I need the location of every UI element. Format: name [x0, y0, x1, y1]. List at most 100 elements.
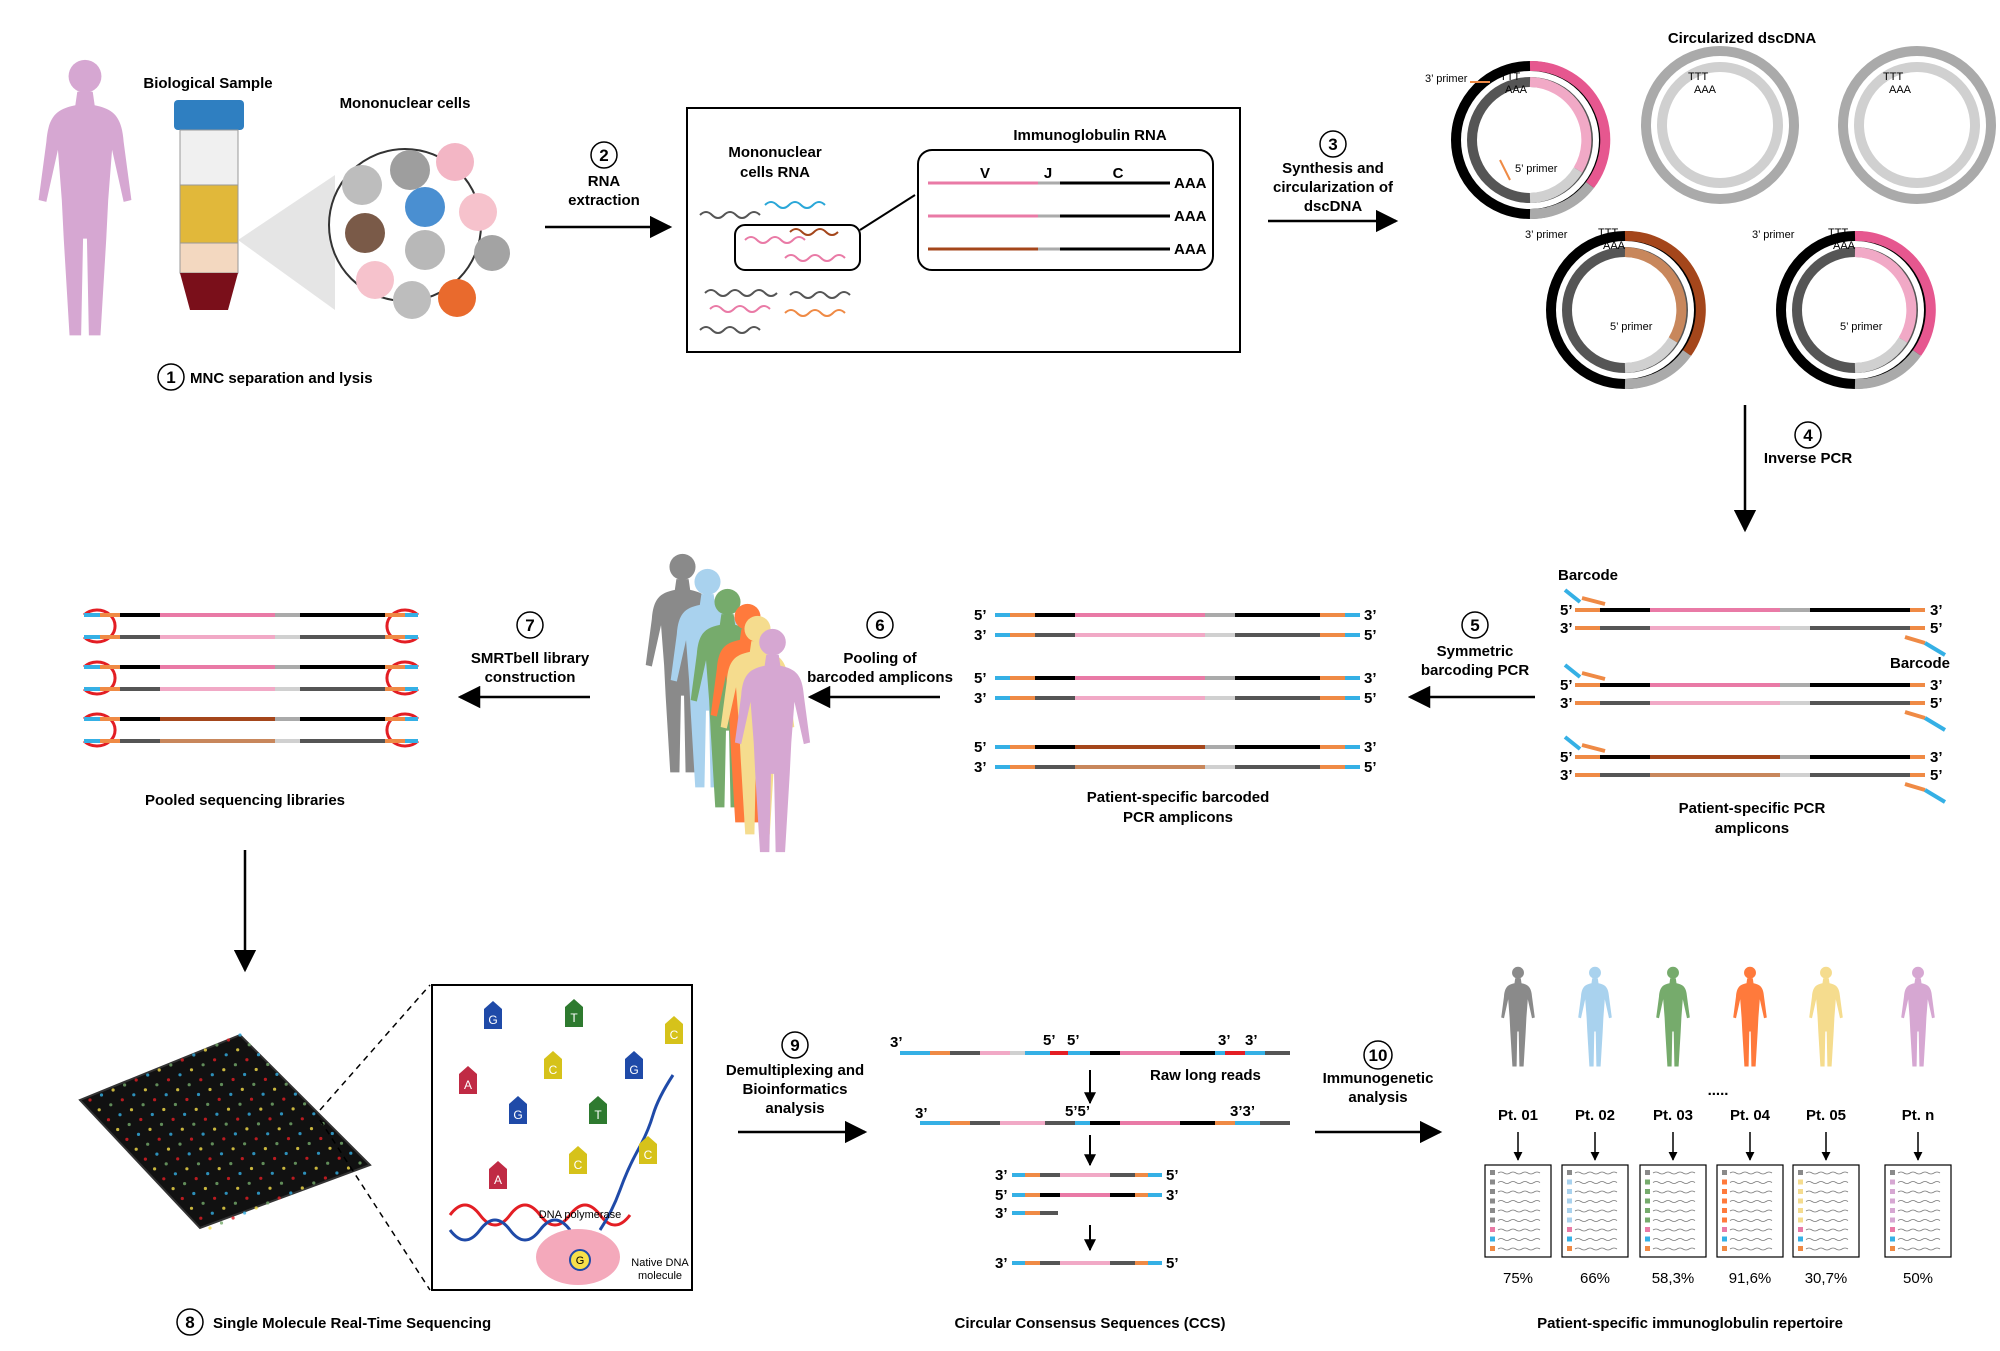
- svg-text:Barcode: Barcode: [1558, 567, 1618, 584]
- svg-text:Symmetric: Symmetric: [1437, 643, 1514, 660]
- circle-2: TTT AAA: [1641, 46, 1799, 204]
- svg-text:5’: 5’: [1067, 1032, 1080, 1049]
- biological-sample-title: Biological Sample: [143, 75, 272, 92]
- patients-dots: .....: [1708, 1082, 1729, 1099]
- svg-text:4: 4: [1803, 426, 1813, 445]
- repertoire-caption: Patient-specific immunoglobulin repertoi…: [1537, 1315, 1843, 1332]
- svg-text:5’: 5’: [974, 607, 987, 624]
- svg-text:5’: 5’: [1930, 695, 1943, 712]
- svg-text:5’: 5’: [995, 1187, 1008, 1204]
- step-1: 1 MNC separation and lysis: [157, 363, 373, 391]
- svg-text:Circular Consensus Sequences (: Circular Consensus Sequences (CCS): [955, 1315, 1226, 1332]
- svg-text:5’: 5’: [1364, 690, 1377, 707]
- svg-text:RNA: RNA: [588, 173, 621, 190]
- nucleotide-c-4: C: [544, 1051, 562, 1079]
- svg-text:3’: 3’: [995, 1255, 1008, 1272]
- patient-figure: [38, 59, 132, 336]
- circle-5: 3’ primer TTT AAA 5’ primer: [1752, 227, 1936, 390]
- svg-text:G: G: [488, 1013, 497, 1027]
- step-3: 3 Synthesis and circularization of dscDN…: [1268, 130, 1399, 233]
- patient-id: Pt. 02: [1575, 1107, 1615, 1124]
- svg-text:A: A: [464, 1078, 472, 1092]
- svg-text:T: T: [570, 1011, 578, 1025]
- svg-text:5’5’: 5’5’: [1065, 1103, 1090, 1120]
- svg-text:MNC separation and lysis: MNC separation and lysis: [190, 370, 373, 387]
- svg-text:3’: 3’: [1930, 749, 1943, 766]
- svg-text:3’: 3’: [1560, 695, 1573, 712]
- svg-text:5’: 5’: [1166, 1167, 1179, 1184]
- svg-text:A: A: [494, 1173, 502, 1187]
- ccs-reads: 3’ 5’ 5’ 3’ 3’ Raw long reads 3’ 5’5’ 3’…: [890, 1032, 1290, 1332]
- nucleotide-a-3: A: [459, 1066, 477, 1094]
- svg-text:circularization of: circularization of: [1273, 179, 1394, 196]
- step-6: 6 Pooling of barcoded amplicons: [807, 611, 953, 709]
- step-5: 5 Symmetric barcoding PCR: [1407, 611, 1535, 709]
- pooled-patients: [645, 553, 811, 853]
- nucleotide-g-0: G: [484, 1001, 502, 1029]
- svg-text:5’: 5’: [1364, 627, 1377, 644]
- svg-text:PCR amplicons: PCR amplicons: [1123, 809, 1233, 826]
- svg-text:Mononuclear: Mononuclear: [728, 144, 822, 161]
- step-10: 10 Immunogenetic analysis: [1315, 1040, 1443, 1144]
- svg-text:construction: construction: [485, 669, 576, 686]
- svg-text:3’: 3’: [890, 1034, 903, 1051]
- svg-text:2: 2: [599, 146, 608, 165]
- svg-text:3’: 3’: [1560, 767, 1573, 784]
- svg-text:3’: 3’: [974, 690, 987, 707]
- svg-text:Patient-specific barcoded: Patient-specific barcoded: [1087, 789, 1270, 806]
- svg-text:5’: 5’: [974, 670, 987, 687]
- svg-text:analysis: analysis: [765, 1100, 824, 1117]
- svg-text:AAA: AAA: [1889, 84, 1912, 96]
- svg-text:amplicons: amplicons: [1715, 820, 1789, 837]
- svg-text:Raw long reads: Raw long reads: [1150, 1067, 1261, 1084]
- patient-percent: 66%: [1580, 1270, 1610, 1287]
- pcr-amplicons: Barcode Barcode 5’ 3’ 3’ 5’ 5’ 3’ 3’: [1558, 567, 1950, 837]
- svg-text:AAA: AAA: [1505, 84, 1528, 96]
- svg-text:Synthesis and: Synthesis and: [1282, 160, 1384, 177]
- patient-id: Pt. 03: [1653, 1107, 1693, 1124]
- svg-text:TTT: TTT: [1500, 71, 1520, 83]
- svg-text:Single Molecule Real-Time Sequ: Single Molecule Real-Time Sequencing: [213, 1315, 491, 1332]
- svg-text:cells RNA: cells RNA: [740, 164, 810, 181]
- svg-text:Demultiplexing and: Demultiplexing and: [726, 1062, 864, 1079]
- svg-text:Pooling of: Pooling of: [843, 650, 917, 667]
- step-8: 8 Single Molecule Real-Time Sequencing: [176, 1308, 491, 1336]
- svg-text:3’: 3’: [1930, 602, 1943, 619]
- svg-text:5’: 5’: [1560, 749, 1573, 766]
- nucleotide-c-10: C: [569, 1146, 587, 1174]
- svg-text:6: 6: [875, 616, 884, 635]
- svg-text:5’ primer: 5’ primer: [1840, 321, 1883, 333]
- svg-text:3’: 3’: [995, 1167, 1008, 1184]
- svg-text:3’ primer: 3’ primer: [1425, 73, 1468, 85]
- svg-text:Inverse PCR: Inverse PCR: [1764, 450, 1853, 467]
- svg-text:3’ primer: 3’ primer: [1525, 229, 1568, 241]
- svg-text:C: C: [670, 1028, 679, 1042]
- svg-text:3’: 3’: [1245, 1032, 1258, 1049]
- patient-6: Pt. n50%: [1884, 966, 1952, 1287]
- svg-text:3’: 3’: [1364, 670, 1377, 687]
- svg-text:9: 9: [790, 1036, 799, 1055]
- svg-text:5’: 5’: [1043, 1032, 1056, 1049]
- svg-text:AAA: AAA: [1174, 241, 1207, 258]
- svg-text:G: G: [513, 1108, 522, 1122]
- step-9: 9 Demultiplexing and Bioinformatics anal…: [726, 1031, 868, 1144]
- svg-text:3: 3: [1328, 135, 1337, 154]
- svg-text:Native DNA: Native DNA: [631, 1257, 689, 1269]
- smrtbell-libraries: Pooled sequencing libraries: [82, 608, 420, 809]
- svg-text:V: V: [980, 165, 990, 182]
- svg-text:AAA: AAA: [1174, 175, 1207, 192]
- nucleotide-g-6: G: [509, 1096, 527, 1124]
- smrt-cell-chip: [78, 984, 431, 1291]
- svg-text:5’: 5’: [1930, 620, 1943, 637]
- svg-text:C: C: [644, 1148, 653, 1162]
- svg-text:C: C: [549, 1063, 558, 1077]
- svg-text:C: C: [1113, 165, 1124, 182]
- svg-text:T: T: [594, 1108, 602, 1122]
- step-7: 7 SMRTbell library construction: [457, 611, 590, 709]
